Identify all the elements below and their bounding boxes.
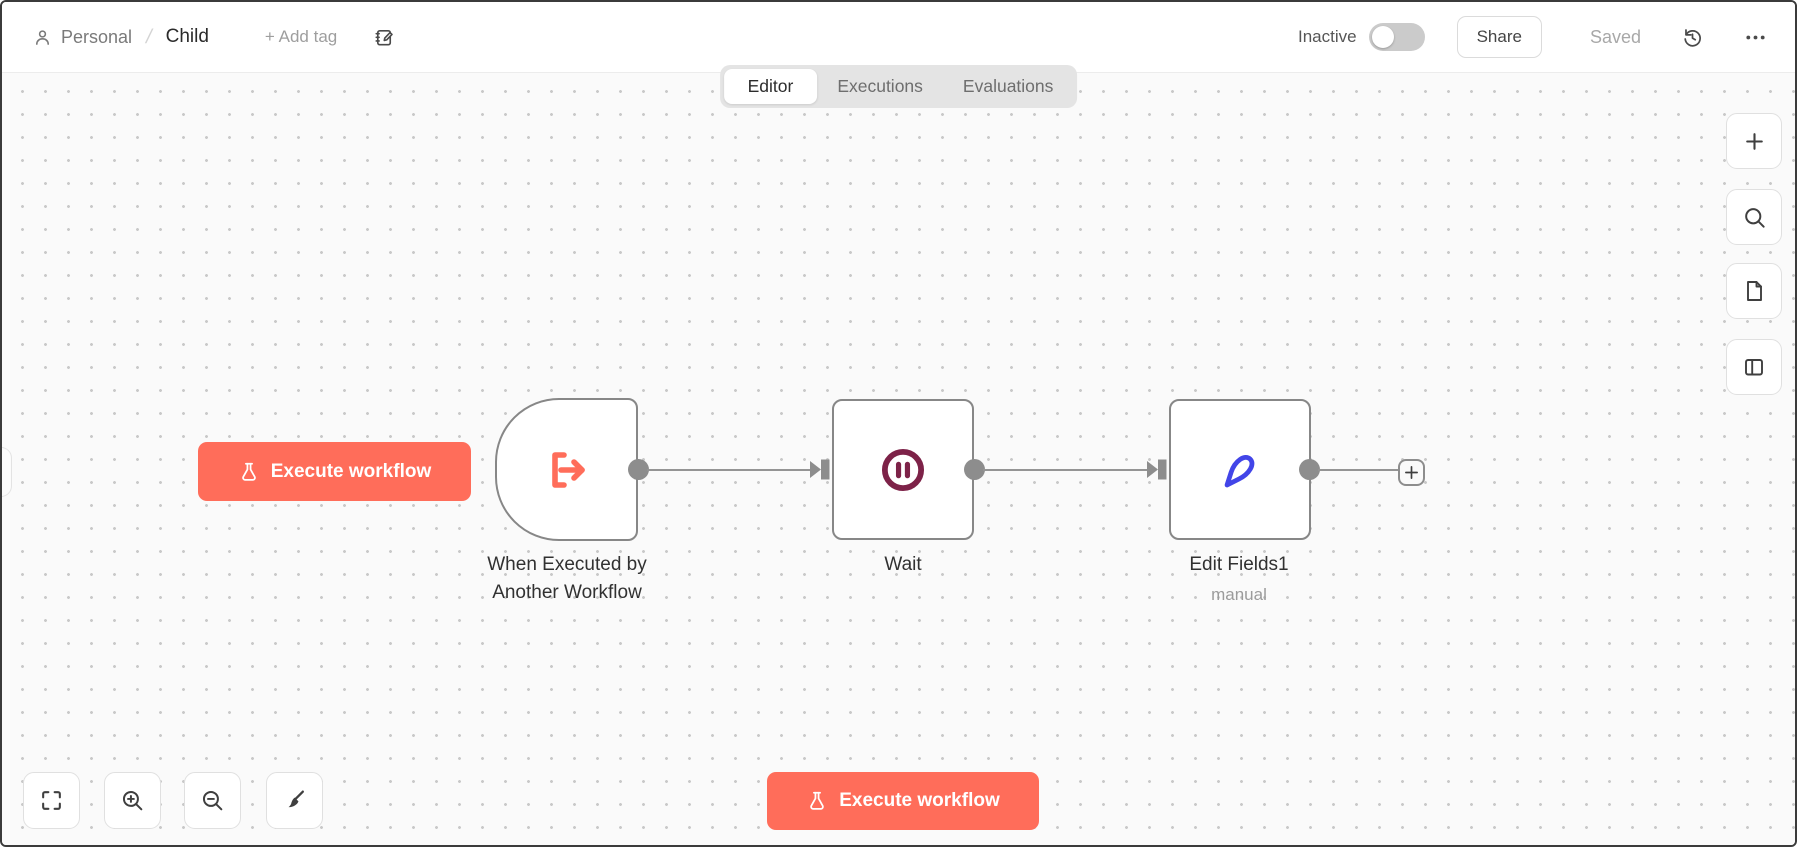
breadcrumb: Personal / Child + Add tag [32, 26, 396, 49]
node-when-executed-by-another-workflow[interactable] [495, 398, 638, 541]
share-button[interactable]: Share [1456, 16, 1542, 58]
execute-workflow-button-bottom[interactable]: Execute workflow [767, 772, 1039, 830]
plus-icon [1745, 132, 1763, 150]
node-label-wait: Wait [884, 554, 922, 575]
file-icon [1747, 281, 1762, 301]
add-node-endpoint-button[interactable] [1398, 459, 1425, 486]
active-status-label: Inactive [1297, 27, 1357, 46]
tidy-up-button[interactable] [266, 772, 323, 829]
connection-line[interactable] [647, 469, 813, 472]
flask-icon [238, 461, 260, 483]
pause-circle-icon [874, 441, 932, 499]
input-port[interactable] [1147, 456, 1173, 483]
edit-note-icon[interactable] [373, 26, 396, 49]
exit-arrow-icon [539, 442, 595, 498]
breadcrumb-project[interactable]: Personal [61, 26, 133, 47]
active-toggle[interactable] [1368, 23, 1425, 51]
tab-evaluations[interactable]: Evaluations [962, 76, 1054, 96]
save-status: Saved [1589, 26, 1641, 47]
sticky-note-button[interactable] [1726, 263, 1782, 319]
more-menu-button[interactable] [1744, 26, 1767, 49]
execute-workflow-button[interactable]: Execute workflow [198, 442, 471, 501]
pen-icon [1211, 441, 1269, 499]
execute-workflow-label: Execute workflow [270, 460, 432, 482]
search-button[interactable] [1726, 189, 1782, 245]
workflow-canvas[interactable]: Execute workflow [2, 73, 1795, 845]
zoom-out-button[interactable] [184, 772, 241, 829]
toggle-knob [1371, 26, 1394, 48]
tab-executions[interactable]: Executions [837, 76, 923, 96]
execute-workflow-label: Execute workflow [839, 790, 1000, 811]
search-icon [1744, 207, 1765, 228]
tab-editor[interactable]: Editor [723, 69, 818, 104]
output-port[interactable] [628, 459, 649, 480]
workflow-name[interactable]: Child [165, 26, 209, 47]
output-port[interactable] [964, 459, 985, 480]
split-panel-icon [1745, 359, 1763, 376]
node-label-edit-fields: Edit Fields1 [1189, 554, 1289, 575]
input-port[interactable] [810, 456, 836, 483]
panel-handle[interactable] [2, 447, 12, 497]
view-tabs: Editor Executions Evaluations [719, 65, 1078, 108]
user-icon [32, 27, 53, 48]
add-node-button[interactable] [1726, 113, 1782, 169]
toggle-panel-button[interactable] [1726, 339, 1782, 395]
flask-icon [806, 790, 828, 812]
top-bar: Personal / Child + Add tag Inactive Shar… [2, 2, 1795, 73]
header-actions: Inactive Share Saved [1298, 16, 1767, 58]
node-label-trigger: When Executed by Another Workflow [487, 554, 647, 603]
output-port[interactable] [1299, 459, 1320, 480]
add-tag-button[interactable]: + Add tag [264, 27, 338, 46]
node-wait[interactable] [832, 399, 974, 540]
fit-view-button[interactable] [23, 772, 80, 829]
zoom-in-button[interactable] [104, 772, 161, 829]
node-edit-fields[interactable] [1169, 399, 1311, 540]
node-subtitle-edit-fields: manual [1211, 585, 1267, 604]
connection-line[interactable] [983, 469, 1149, 472]
connection-line[interactable] [1318, 469, 1400, 472]
breadcrumb-separator: / [143, 25, 155, 48]
history-button[interactable] [1681, 26, 1704, 49]
